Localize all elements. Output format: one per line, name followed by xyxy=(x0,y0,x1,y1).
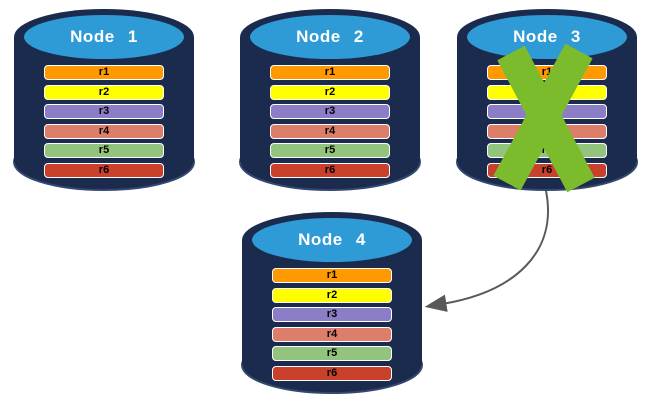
replica-row: r1 xyxy=(487,65,607,80)
replica-row: r6 xyxy=(272,365,392,381)
replica-row: r5 xyxy=(44,143,164,158)
replica-rows: r1 r2 r3 r4 r5 r6 xyxy=(270,65,390,178)
replica-row: r4 xyxy=(272,326,392,342)
node-1: Node 1 r1 r2 r3 r4 r5 r6 xyxy=(12,7,196,193)
replica-rows: r1 r2 r3 r4 r5 r6 xyxy=(272,268,392,381)
replica-row: r3 xyxy=(272,307,392,322)
node-title: Node 2 xyxy=(296,27,364,46)
replica-row: r4 xyxy=(487,123,607,139)
node-4: Node 4 r1 r2 r3 r4 r5 r6 xyxy=(240,210,424,396)
node-title: Node 3 xyxy=(513,27,581,46)
node-title: Node 4 xyxy=(298,230,366,249)
node-3: Node 3 r1 r2 r3 r4 r5 r6 xyxy=(455,7,639,193)
replica-row: r6 xyxy=(487,162,607,178)
replica-row: r5 xyxy=(487,143,607,158)
replica-row: r2 xyxy=(272,287,392,303)
replica-row: r3 xyxy=(487,104,607,119)
replica-rows: r1 r2 r3 r4 r5 r6 xyxy=(44,65,164,178)
replica-row: r2 xyxy=(487,84,607,100)
replica-row: r3 xyxy=(44,104,164,119)
replica-row: r4 xyxy=(44,123,164,139)
replica-row: r4 xyxy=(270,123,390,139)
replica-row: r2 xyxy=(270,84,390,100)
replica-row: r3 xyxy=(270,104,390,119)
replica-row: r1 xyxy=(44,65,164,80)
replica-row: r5 xyxy=(272,346,392,361)
replica-row: r1 xyxy=(272,268,392,283)
replica-row: r6 xyxy=(44,162,164,178)
replica-rows: r1 r2 r3 r4 r5 r6 xyxy=(487,65,607,178)
node-title: Node 1 xyxy=(70,27,138,46)
replica-row: r5 xyxy=(270,143,390,158)
node-2: Node 2 r1 r2 r3 r4 r5 r6 xyxy=(238,7,422,193)
replica-row: r2 xyxy=(44,84,164,100)
replica-row: r6 xyxy=(270,162,390,178)
replica-row: r1 xyxy=(270,65,390,80)
